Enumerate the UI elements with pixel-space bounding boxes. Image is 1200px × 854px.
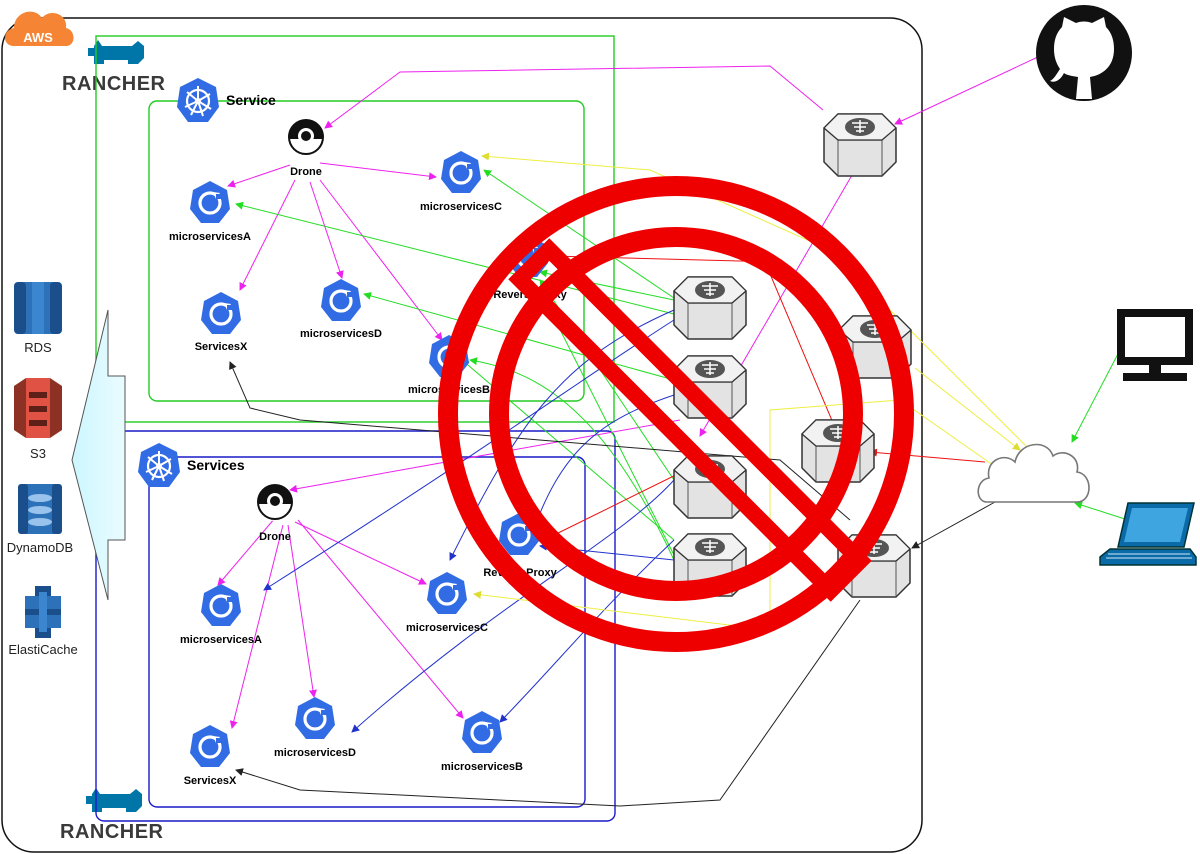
kubernetes-service-icon xyxy=(188,723,232,769)
s3-bucket-icon xyxy=(14,378,62,438)
dynamodb-icon xyxy=(18,484,62,534)
rancher-logo-bottom: RANCHER xyxy=(60,788,164,843)
rancher-cow-icon xyxy=(88,40,144,64)
aws-badge: AWS xyxy=(5,11,74,46)
svg-text:Service: Service xyxy=(226,92,276,108)
kubernetes-service-icon xyxy=(439,149,483,195)
cloud-icon xyxy=(977,443,1090,503)
drone-icon xyxy=(257,484,293,522)
microservicesC-node-bottom[interactable]: microservicesC xyxy=(406,570,488,634)
microservicesA-node-bottom[interactable]: microservicesA xyxy=(180,582,262,646)
prohibited-icon xyxy=(438,176,914,652)
rancher-label-bottom: RANCHER xyxy=(60,821,164,843)
kubernetes-service-icon xyxy=(199,290,243,336)
rds-item[interactable]: RDS xyxy=(14,282,62,355)
kubernetes-service-icon xyxy=(188,179,232,225)
cluster-top-outer-border xyxy=(95,35,615,423)
svg-text:microservicesD: microservicesD xyxy=(300,328,382,340)
microservicesA-node-top[interactable]: microservicesA xyxy=(169,179,251,243)
drone-node-top[interactable]: Drone xyxy=(288,119,324,178)
drone-node-bottom[interactable]: Drone xyxy=(257,484,293,543)
load-balancer-icon xyxy=(673,276,747,340)
svg-text:microservicesB: microservicesB xyxy=(441,761,523,773)
kubernetes-service-icon xyxy=(319,277,363,323)
elasticache-icon xyxy=(25,586,61,638)
microservicesD-node-bottom[interactable]: microservicesD xyxy=(274,695,356,759)
github-icon[interactable] xyxy=(1036,5,1132,101)
load-balancer-top[interactable] xyxy=(823,113,897,177)
svg-text:Drone: Drone xyxy=(259,531,291,543)
svg-text:DynamoDB: DynamoDB xyxy=(7,540,73,555)
microservicesC-node-top[interactable]: microservicesC xyxy=(420,149,502,213)
cluster-bottom: Services Drone ReverseProxy microservice… xyxy=(136,441,558,787)
aws-region-border xyxy=(1,17,923,853)
svg-text:ServicesX: ServicesX xyxy=(184,775,237,787)
svg-text:RDS: RDS xyxy=(24,340,52,355)
rancher-label-top: RANCHER xyxy=(62,73,166,95)
dynamodb-item[interactable]: DynamoDB xyxy=(7,484,73,555)
cluster-top-title: Service xyxy=(175,76,276,124)
svg-text:microservicesA: microservicesA xyxy=(169,231,251,243)
servicesX-node-top[interactable]: ServicesX xyxy=(195,290,248,353)
aws-services-arrow xyxy=(71,309,126,601)
cluster-bottom-outer-border xyxy=(95,430,616,822)
laptop-icon[interactable] xyxy=(1099,502,1197,566)
svg-text:microservicesC: microservicesC xyxy=(420,201,502,213)
elasticache-item[interactable]: ElastiCache xyxy=(8,586,78,657)
svg-text:microservicesD: microservicesD xyxy=(274,747,356,759)
kubernetes-wheel-icon xyxy=(175,76,221,124)
svg-text:ElastiCache: ElastiCache xyxy=(8,642,77,657)
cluster-top-inner-border xyxy=(148,100,585,402)
svg-text:ServicesX: ServicesX xyxy=(195,341,248,353)
drone-icon xyxy=(288,119,324,157)
servicesX-node-bottom[interactable]: ServicesX xyxy=(184,723,237,787)
kubernetes-service-icon xyxy=(293,695,337,741)
svg-text:Services: Services xyxy=(187,457,245,473)
svg-text:S3: S3 xyxy=(30,446,46,461)
svg-text:Drone: Drone xyxy=(290,166,322,178)
load-balancer-icon xyxy=(823,113,897,177)
svg-text:microservicesC: microservicesC xyxy=(406,622,488,634)
microservicesD-node-top[interactable]: microservicesD xyxy=(300,277,382,340)
kubernetes-wheel-icon xyxy=(136,441,182,489)
desktop-monitor-icon[interactable] xyxy=(1117,309,1193,381)
microservicesB-node-bottom[interactable]: microservicesB xyxy=(441,709,523,773)
svg-text:microservicesA: microservicesA xyxy=(180,634,262,646)
kubernetes-service-icon xyxy=(425,570,469,616)
s3-item[interactable]: S3 xyxy=(14,378,62,461)
aws-label: AWS xyxy=(23,30,53,45)
load-balancer-stack-1[interactable] xyxy=(673,276,747,340)
rds-icon xyxy=(14,282,62,334)
kubernetes-service-icon xyxy=(460,709,504,755)
aws-services: RDS S3 DynamoDB xyxy=(7,282,78,657)
kubernetes-service-icon xyxy=(199,582,243,628)
rancher-cow-icon xyxy=(86,788,142,812)
rancher-logo-top: RANCHER xyxy=(62,40,166,95)
cluster-bottom-title: Services xyxy=(136,441,245,489)
